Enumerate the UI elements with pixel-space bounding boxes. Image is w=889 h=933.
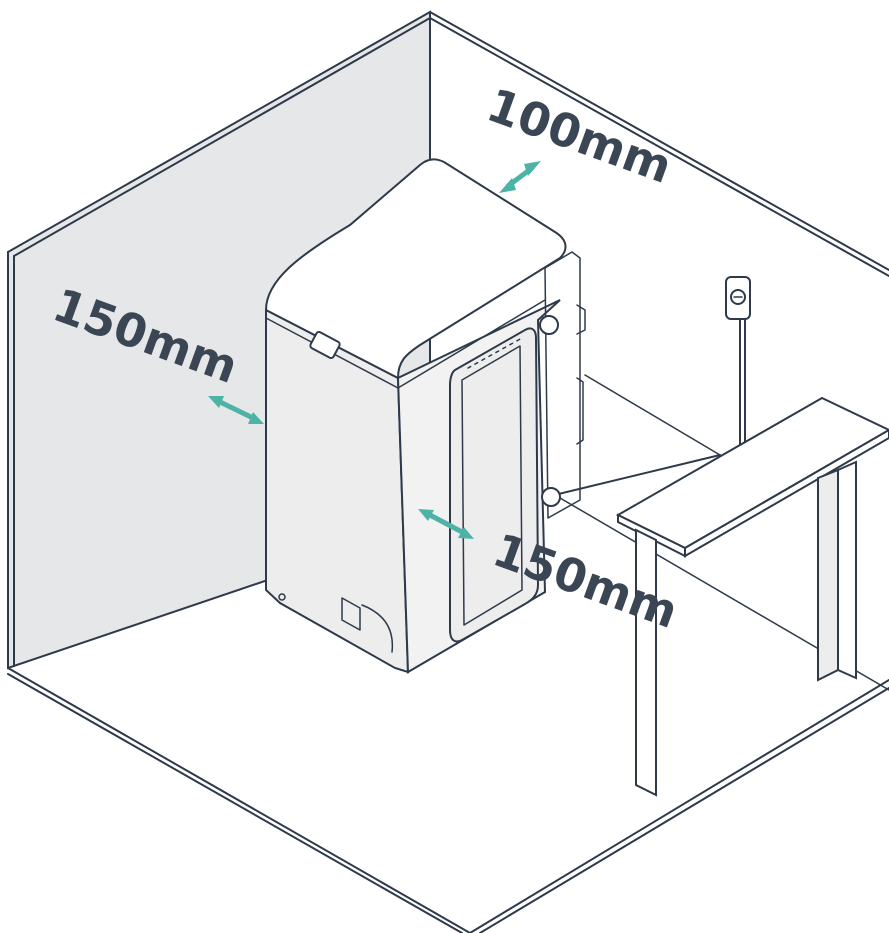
table [615, 396, 889, 797]
floor-front-left-edge [7, 667, 471, 933]
table-leg-back [817, 468, 839, 682]
clearance-arrow-right [418, 509, 474, 539]
lid-handle [309, 331, 341, 359]
back-wall-edge [429, 11, 889, 271]
clearance-arrow-back [499, 161, 541, 193]
appliance-unit [264, 158, 586, 674]
wall-socket-icon [725, 276, 751, 449]
unit-door [449, 327, 540, 643]
floor-front-right-edge [469, 679, 889, 933]
table-leg-front [635, 528, 657, 797]
unit-lid [264, 158, 567, 380]
clearance-arrow-left [208, 396, 264, 424]
